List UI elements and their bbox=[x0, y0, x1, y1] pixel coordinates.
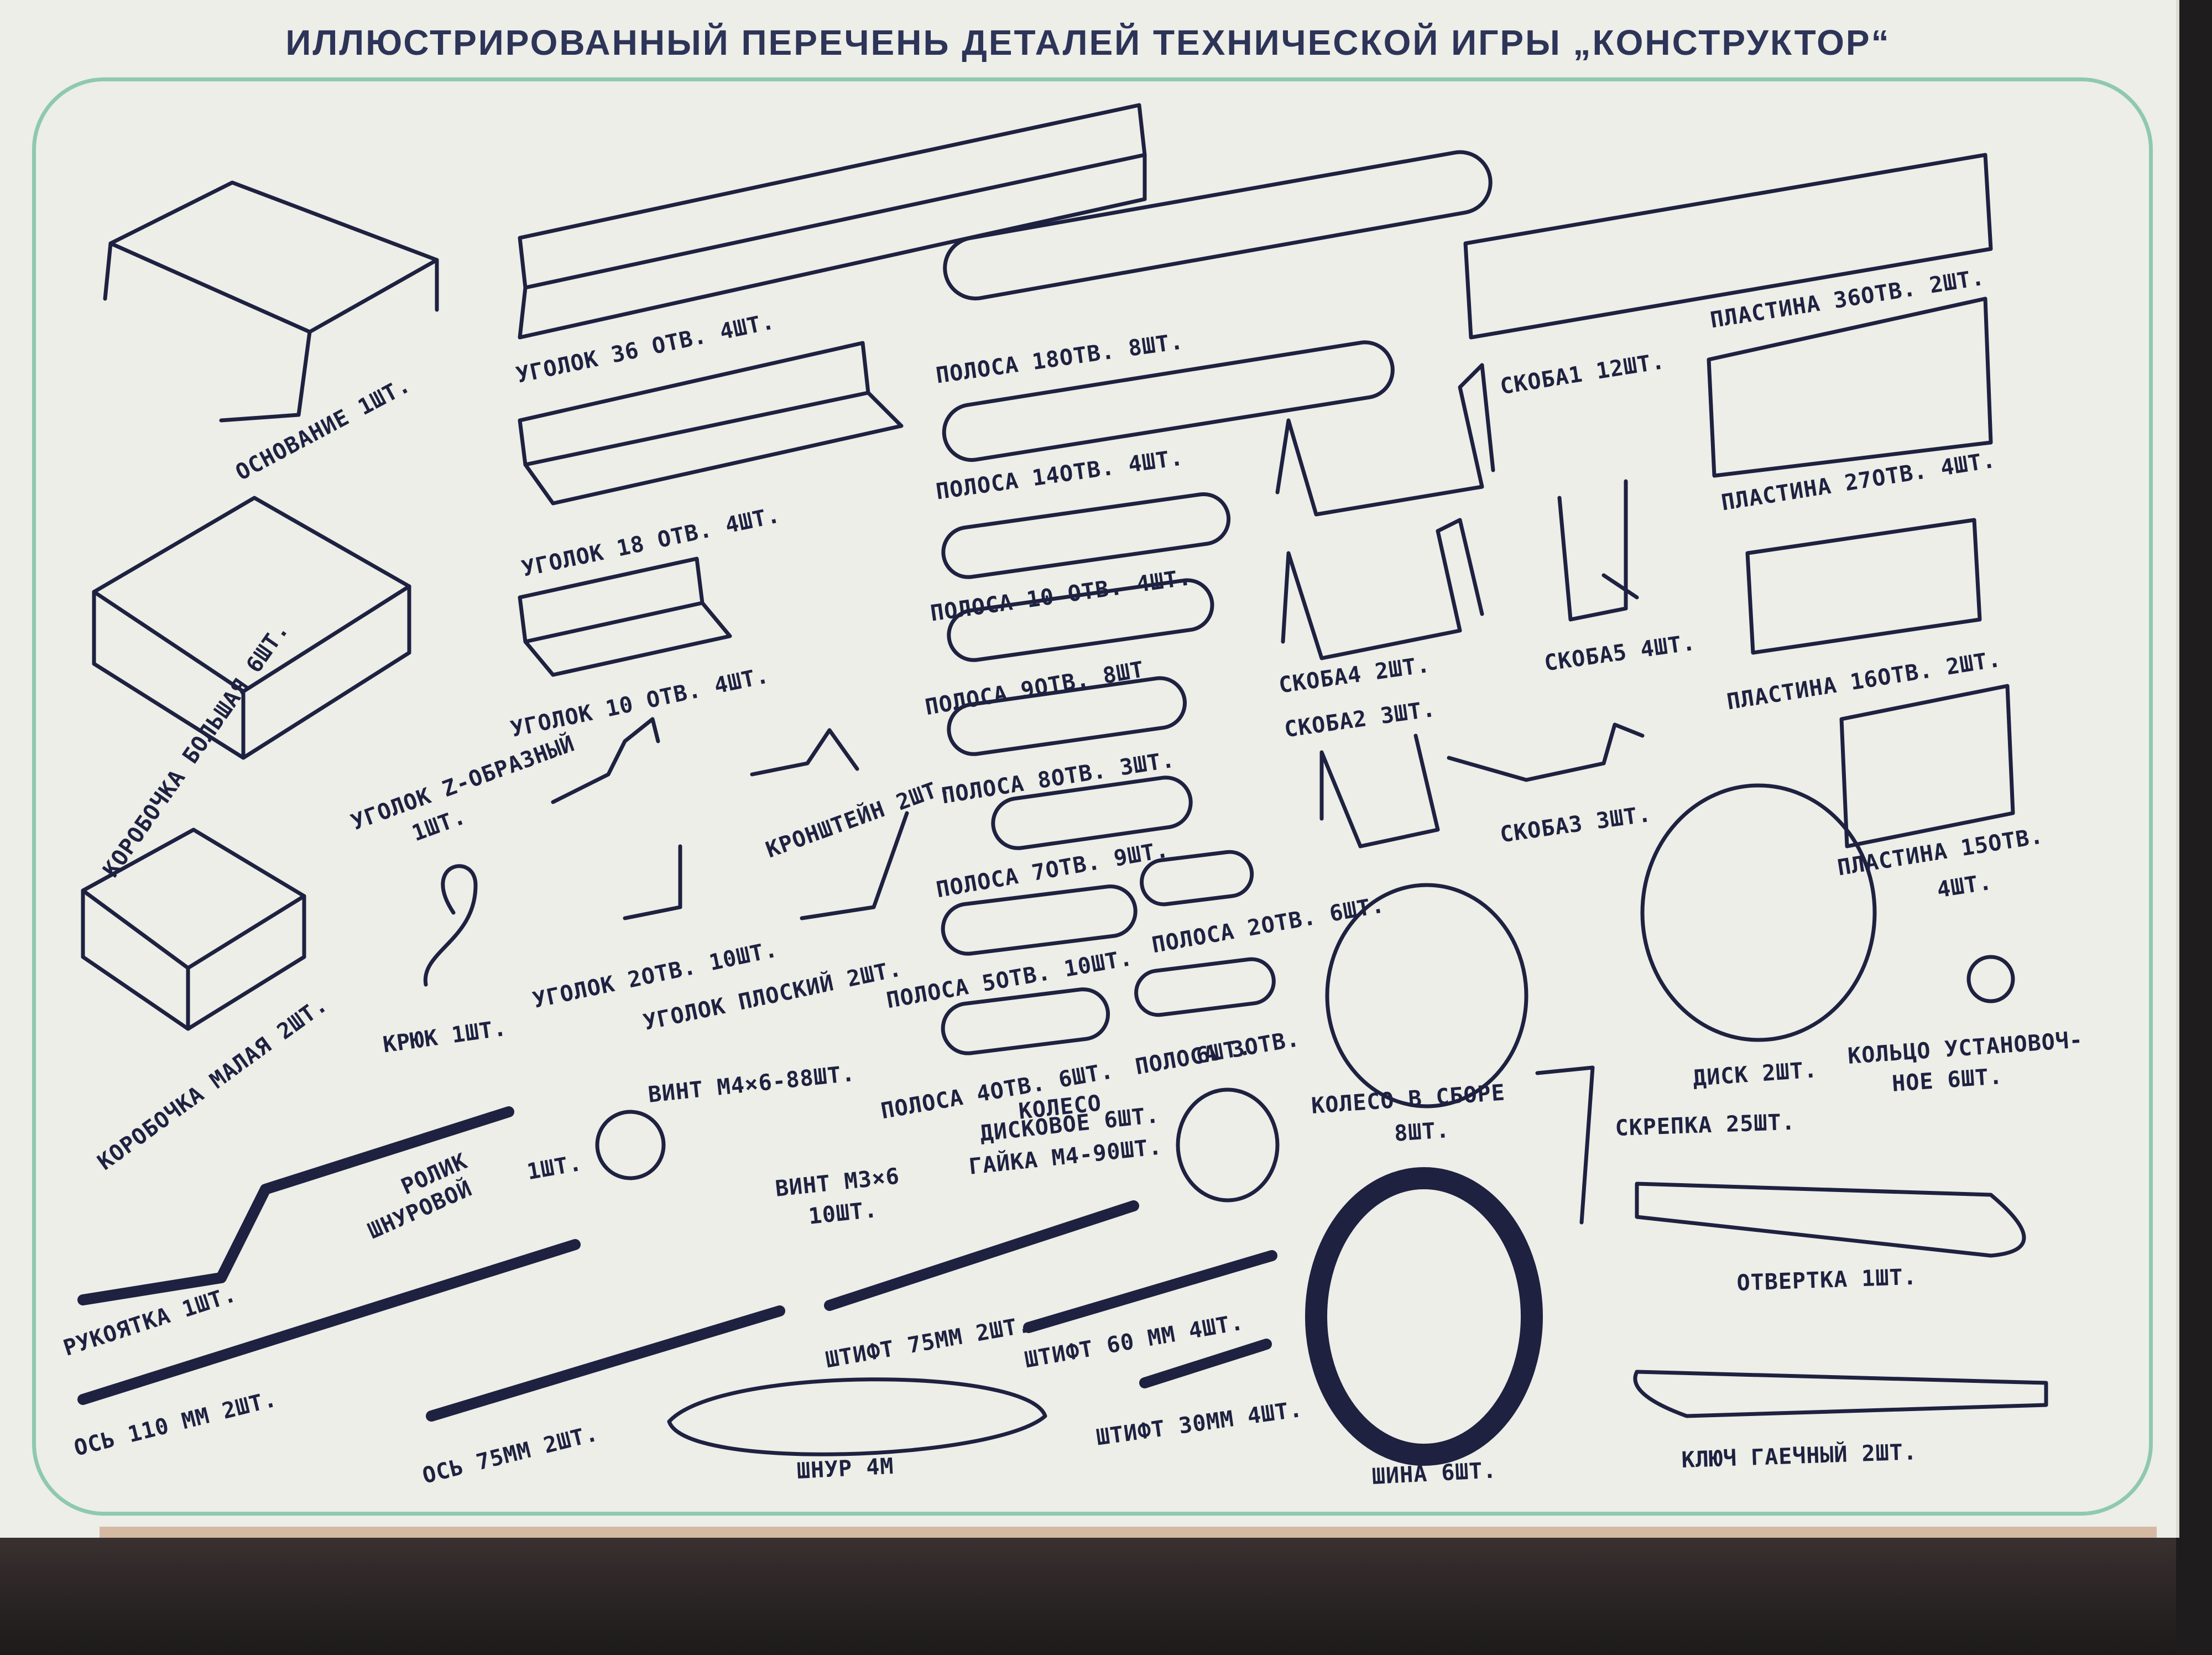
wheels-illustration bbox=[595, 783, 2015, 1466]
paper-sheet bbox=[0, 0, 2179, 1538]
small-parts-illustration bbox=[423, 717, 909, 987]
table-surface bbox=[0, 1538, 2176, 1655]
tools-illustration bbox=[667, 1065, 2048, 1456]
label-shnur: ШНУР 4М bbox=[796, 1453, 895, 1484]
angle-18-illustration bbox=[518, 341, 904, 506]
angle-10-illustration bbox=[518, 556, 732, 677]
label-otvertka: ОТВЕРТКА 1ШТ. bbox=[1736, 1264, 1918, 1296]
label-skrepka: СКРЕПКА 25ШТ. bbox=[1614, 1109, 1796, 1141]
label-shina: ШИНА 6ШТ. bbox=[1371, 1458, 1498, 1490]
brackets-illustration bbox=[1275, 363, 1645, 849]
plates-illustration bbox=[1463, 153, 2015, 849]
label-koleso-s2: 8ШТ. bbox=[1393, 1117, 1451, 1147]
base-plate-illustration bbox=[103, 180, 439, 423]
angle-36-illustration bbox=[518, 103, 1147, 340]
page-title: ИЛЛЮСТРИРОВАННЫЙ ПЕРЕЧЕНЬ ДЕТАЛЕЙ ТЕХНИЧ… bbox=[285, 23, 1891, 63]
rods-illustration bbox=[77, 1106, 1277, 1422]
boxes-illustration bbox=[81, 496, 411, 1031]
strips-illustration bbox=[941, 150, 1493, 1055]
page-frame bbox=[32, 77, 2153, 1516]
